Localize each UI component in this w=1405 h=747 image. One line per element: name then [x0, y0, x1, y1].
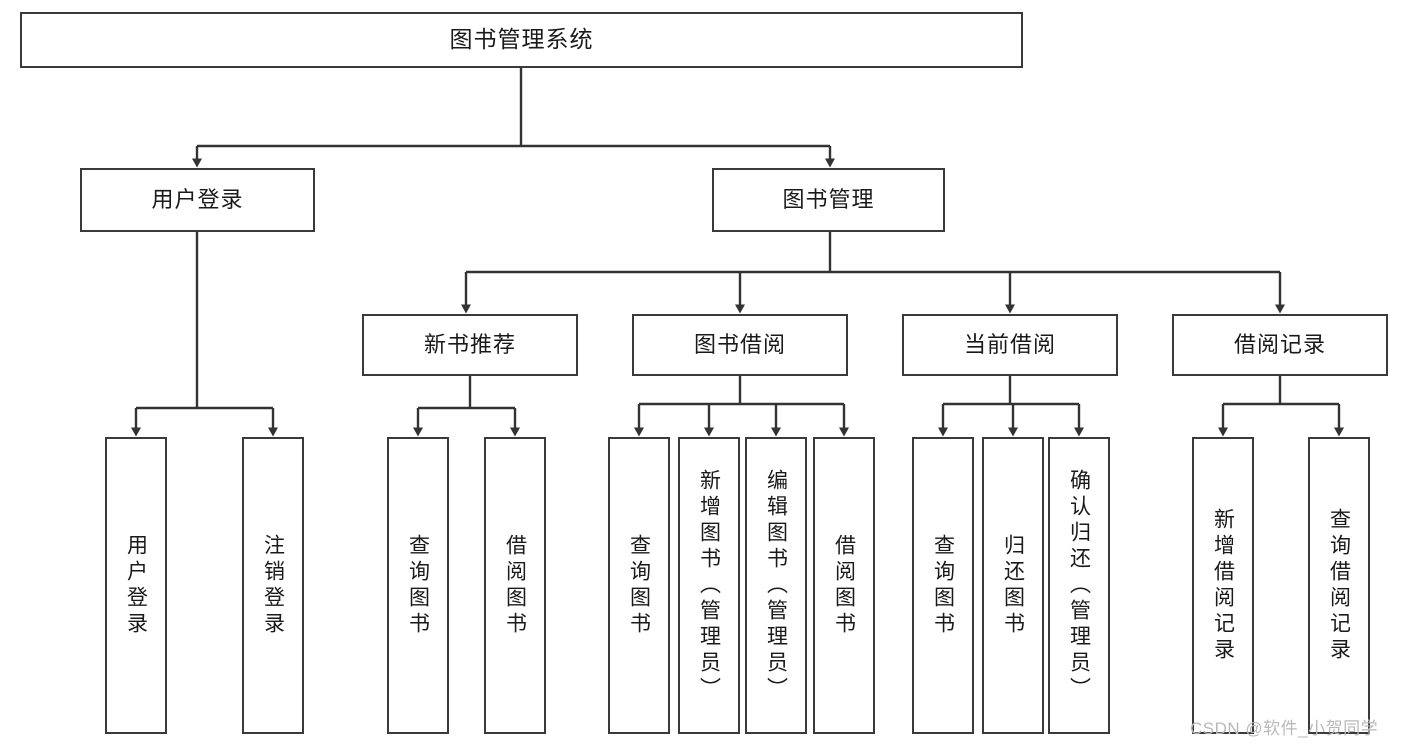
leaf-borrow-book-label: 借阅图书 — [832, 533, 856, 638]
leaf-confirm-return[interactable]: 确认归还（管理员） — [1048, 437, 1110, 734]
leaf-query-book-recommend[interactable]: 查询图书 — [387, 437, 449, 734]
node-current-borrow[interactable]: 当前借阅 — [902, 314, 1118, 376]
leaf-query-record-label: 查询借阅记录 — [1327, 507, 1351, 664]
leaf-edit-book-label: 编辑图书（管理员） — [764, 468, 788, 703]
leaf-query-book-borrow-label: 查询图书 — [627, 533, 651, 638]
leaf-query-book-current-label: 查询图书 — [931, 533, 955, 638]
node-user-login-label: 用户登录 — [151, 187, 244, 213]
node-user-login[interactable]: 用户登录 — [80, 168, 315, 232]
node-borrow-records[interactable]: 借阅记录 — [1172, 314, 1388, 376]
leaf-add-book[interactable]: 新增图书（管理员） — [678, 437, 740, 734]
node-root-label: 图书管理系统 — [449, 26, 594, 53]
leaf-return-book[interactable]: 归还图书 — [982, 437, 1044, 734]
leaf-user-login[interactable]: 用户登录 — [105, 437, 167, 734]
leaf-add-record[interactable]: 新增借阅记录 — [1192, 437, 1254, 734]
node-book-manage-label: 图书管理 — [782, 187, 875, 213]
node-book-manage[interactable]: 图书管理 — [712, 168, 945, 232]
node-borrow-records-label: 借阅记录 — [1233, 332, 1326, 358]
leaf-user-login-label: 用户登录 — [124, 533, 148, 638]
leaf-borrow-book-recommend[interactable]: 借阅图书 — [484, 437, 546, 734]
leaf-confirm-return-label: 确认归还（管理员） — [1067, 468, 1091, 703]
leaf-edit-book[interactable]: 编辑图书（管理员） — [745, 437, 807, 734]
leaf-borrow-book[interactable]: 借阅图书 — [813, 437, 875, 734]
leaf-logout[interactable]: 注销登录 — [242, 437, 304, 734]
leaf-borrow-book-recommend-label: 借阅图书 — [503, 533, 527, 638]
node-book-borrow-label: 图书借阅 — [693, 332, 786, 358]
leaf-query-book-borrow[interactable]: 查询图书 — [608, 437, 670, 734]
leaf-query-book-recommend-label: 查询图书 — [406, 533, 430, 638]
leaf-query-book-current[interactable]: 查询图书 — [912, 437, 974, 734]
node-new-book-recommend-label: 新书推荐 — [423, 332, 516, 358]
leaf-logout-label: 注销登录 — [261, 533, 285, 638]
watermark: CSDN @软件_小贺同学 — [1190, 719, 1379, 738]
leaf-return-book-label: 归还图书 — [1001, 533, 1025, 638]
leaf-add-record-label: 新增借阅记录 — [1211, 507, 1235, 664]
node-new-book-recommend[interactable]: 新书推荐 — [362, 314, 578, 376]
node-current-borrow-label: 当前借阅 — [963, 332, 1056, 358]
leaf-add-book-label: 新增图书（管理员） — [697, 468, 721, 703]
node-root[interactable]: 图书管理系统 — [20, 12, 1023, 68]
leaf-query-record[interactable]: 查询借阅记录 — [1308, 437, 1370, 734]
node-book-borrow[interactable]: 图书借阅 — [632, 314, 848, 376]
